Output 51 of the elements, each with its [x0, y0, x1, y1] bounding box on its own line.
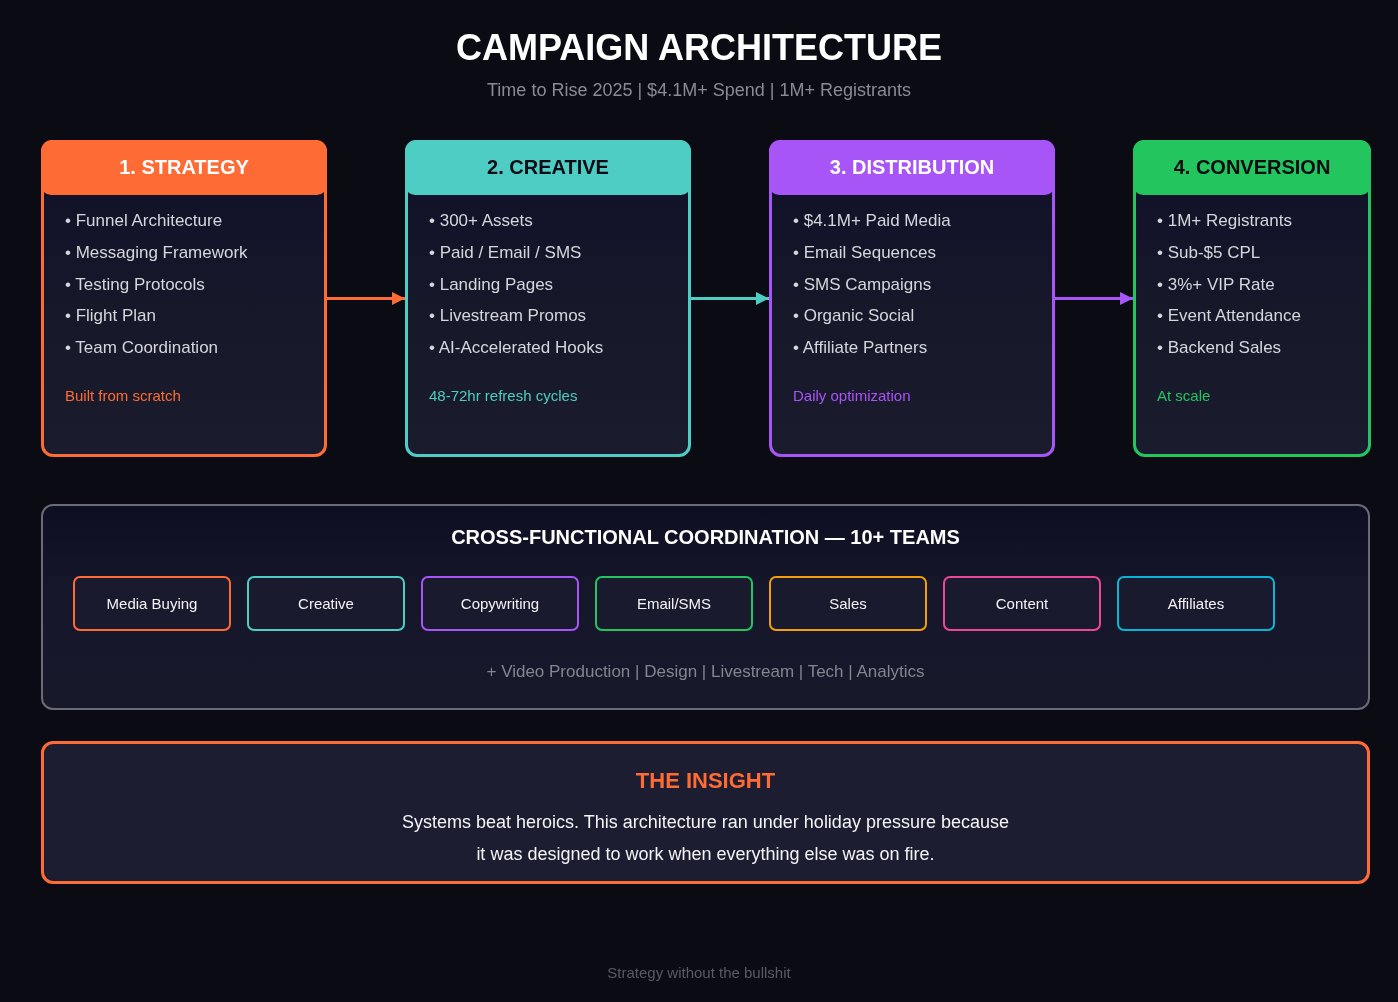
bullet-item: • 3%+ VIP Rate	[1157, 273, 1275, 296]
stage-header: 2. CREATIVE	[405, 140, 691, 195]
bullet-item: • Sub-$5 CPL	[1157, 241, 1261, 264]
stage-card	[769, 140, 1055, 457]
team-chip: Copywriting	[421, 576, 579, 631]
stage-card	[1133, 140, 1371, 457]
stage-note: 48-72hr refresh cycles	[429, 386, 578, 406]
bullet-item: • $4.1M+ Paid Media	[793, 210, 951, 232]
bullet-item: • Event Attendance	[1157, 305, 1301, 328]
team-chip: Sales	[769, 576, 927, 631]
stage-header: 3. DISTRIBUTION	[769, 140, 1055, 195]
team-chip: Content	[943, 576, 1101, 631]
stage-card	[41, 140, 327, 457]
stage-header: 1. STRATEGY	[41, 140, 327, 195]
team-list-note: + Video Production | Design | Livestream | Tech | Analytics	[486, 661, 925, 683]
bullet-item: • Messaging Framework	[65, 241, 248, 264]
footer-tagline: Strategy without the bullshit	[607, 963, 791, 983]
stage-note: Built from scratch	[65, 386, 181, 406]
arrow	[327, 292, 405, 305]
stage-note: At scale	[1157, 386, 1211, 406]
bullet-item: • Paid / Email / SMS	[429, 241, 582, 264]
bullet-item: • 300+ Assets	[429, 210, 533, 232]
bullet-item: • Organic Social	[793, 305, 915, 328]
bullet-item: • AI-Accelerated Hooks	[429, 337, 604, 360]
bullet-item: • SMS Campaigns	[793, 273, 932, 296]
stage-note: Daily optimization	[793, 386, 911, 406]
bullet-item: • Affiliate Partners	[793, 337, 928, 360]
team-chip: Media Buying	[73, 576, 231, 631]
bullet-item: • Landing Pages	[429, 273, 554, 296]
bullet-item: • Flight Plan	[65, 305, 156, 328]
bullet-item: • Backend Sales	[1157, 337, 1282, 360]
page-title: CAMPAIGN ARCHITECTURE	[456, 26, 942, 70]
bullet-item: • Funnel Architecture	[65, 210, 223, 232]
bullet-item: • Email Sequences	[793, 241, 936, 264]
bullet-item: • 1M+ Registrants	[1157, 210, 1292, 232]
team-chip: Affiliates	[1117, 576, 1275, 631]
subtitle: Time to Rise 2025 | $4.1M+ Spend | 1M+ Registrants	[487, 79, 911, 102]
panel-title: CROSS-FUNCTIONAL COORDINATION — 10+ TEAMS	[451, 525, 960, 549]
bullet-item: • Team Coordination	[65, 337, 219, 360]
stage-card	[405, 140, 691, 457]
insight-panel	[41, 741, 1370, 884]
insight-text: Systems beat heroics. This architecture ran under holiday pressure because it was designed to work when everything else was on fire.	[401, 811, 1010, 866]
arrow	[691, 292, 769, 305]
stage-header: 4. CONVERSION	[1133, 140, 1371, 195]
team-chip: Creative	[247, 576, 405, 631]
insight-title: THE INSIGHT	[635, 767, 776, 795]
bullet-item: • Livestream Promos	[429, 305, 587, 328]
coordination-panel	[41, 504, 1370, 710]
team-chip: Email/SMS	[595, 576, 753, 631]
arrow	[1055, 292, 1133, 305]
bullet-item: • Testing Protocols	[65, 273, 205, 296]
